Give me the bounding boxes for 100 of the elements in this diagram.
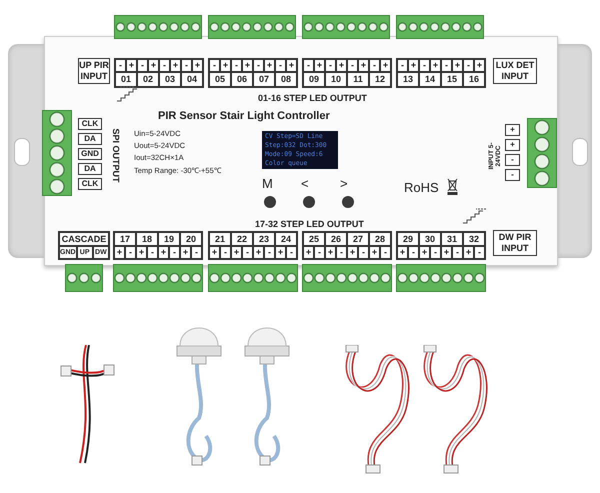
polarity-mark: - (125, 246, 136, 259)
polarity-mark: - (159, 59, 170, 72)
button-label: M (262, 176, 273, 191)
polarity-mark: + (430, 59, 441, 72)
polarity-mark: + (336, 59, 347, 72)
polarity-mark: + (452, 59, 463, 72)
polarity-mark: + (126, 59, 137, 72)
channel-number: 18 (136, 232, 158, 246)
channel-number: 25 (303, 232, 325, 246)
polarity-mark: + (275, 246, 286, 259)
channel-number: 24 (275, 232, 297, 246)
channel-number: 28 (369, 232, 391, 246)
polarity-mark: + (286, 59, 297, 72)
polarity-mark: - (419, 59, 430, 72)
polarity-mark: - (181, 59, 192, 72)
polarity-mark: - (369, 59, 380, 72)
channel-number: 09 (303, 72, 325, 87)
polarity-mark: - (231, 59, 242, 72)
polarity-mark: + (209, 246, 220, 259)
polarity-mark: + (253, 246, 264, 259)
terminal-label: LUX DET INPUT (493, 58, 537, 84)
polarity-mark: + (463, 246, 474, 259)
polarity-mark: - (242, 246, 253, 259)
section-label: 01-16 STEP LED OUTPUT (258, 93, 367, 103)
polarity-mark: - (347, 59, 358, 72)
terminal-label: CASCADE (59, 232, 109, 246)
polarity-mark: + (231, 246, 242, 259)
polarity-mark: - (303, 59, 314, 72)
button-label: < (301, 176, 309, 191)
polarity-mark: + (220, 59, 231, 72)
polarity-mark: + (303, 246, 314, 259)
polarity-mark: - (169, 246, 180, 259)
polarity-mark: + (441, 246, 452, 259)
channel-number: 20 (180, 232, 202, 246)
polarity-mark: + (264, 59, 275, 72)
polarity-mark: - (253, 59, 264, 72)
polarity-mark: + (170, 59, 181, 72)
channel-number: 03 (159, 72, 181, 87)
polarity-mark: + (314, 59, 325, 72)
polarity-mark: - (220, 246, 231, 259)
channel-number: 16 (463, 72, 485, 87)
polarity-mark: - (325, 59, 336, 72)
channel-number: 26 (325, 232, 347, 246)
polarity-mark: - (380, 246, 391, 259)
pin-label: + (505, 139, 520, 151)
channel-number: 23 (253, 232, 275, 246)
channel-number: 32 (463, 232, 485, 246)
pin-label: + (505, 124, 520, 136)
pin-label: CLK (78, 178, 102, 190)
channel-number: 19 (158, 232, 180, 246)
channel-number: 22 (231, 232, 253, 246)
polarity-mark: + (180, 246, 191, 259)
channel-number: 21 (209, 232, 231, 246)
polarity-mark: - (463, 59, 474, 72)
polarity-mark: + (380, 59, 391, 72)
polarity-mark: - (209, 59, 220, 72)
channel-number: 13 (397, 72, 419, 87)
channel-number: 01 (115, 72, 137, 87)
polarity-mark: - (147, 246, 158, 259)
polarity-mark: + (358, 59, 369, 72)
polarity-mark: + (136, 246, 147, 259)
certification-mark: RoHS (404, 180, 439, 195)
polarity-mark: - (314, 246, 325, 259)
channel-number: 02 (137, 72, 159, 87)
product-title: PIR Sensor Stair Light Controller (158, 110, 330, 122)
channel-number: 05 (209, 72, 231, 87)
polarity-mark: + (242, 59, 253, 72)
polarity-mark: - (441, 59, 452, 72)
pin-label: DA (78, 133, 102, 145)
polarity-mark: - (137, 59, 148, 72)
polarity-mark: + (148, 59, 159, 72)
section-label: 17-32 STEP LED OUTPUT (255, 219, 364, 229)
polarity-mark: + (158, 246, 169, 259)
pin-label: CLK (78, 118, 102, 130)
polarity-mark: - (474, 246, 485, 259)
channel-number: 30 (419, 232, 441, 246)
polarity-mark: - (115, 59, 126, 72)
terminal-label: DW PIR INPUT (493, 230, 537, 256)
channel-number: 10 (325, 72, 347, 87)
channel-number: 06 (231, 72, 253, 87)
channel-number: 27 (347, 232, 369, 246)
channel-number: 08 (275, 72, 297, 87)
polarity-mark: + (192, 59, 203, 72)
polarity-mark: + (397, 246, 408, 259)
polarity-mark: - (430, 246, 441, 259)
polarity-mark: + (408, 59, 419, 72)
channel-number: 29 (397, 232, 419, 246)
port-label: SPI OUTPUT (110, 127, 120, 184)
pin-label: DA (78, 163, 102, 175)
channel-number: 04 (181, 72, 203, 87)
polarity-mark: - (358, 246, 369, 259)
polarity-mark: - (286, 246, 297, 259)
terminal-label: UP PIR INPUT (78, 58, 110, 84)
polarity-mark: - (264, 246, 275, 259)
button-label: > (340, 176, 348, 191)
polarity-mark: + (114, 246, 125, 259)
channel-number: 12 (369, 72, 391, 87)
polarity-mark: + (347, 246, 358, 259)
channel-number: 07 (253, 72, 275, 87)
pin-label: GND (78, 148, 102, 160)
